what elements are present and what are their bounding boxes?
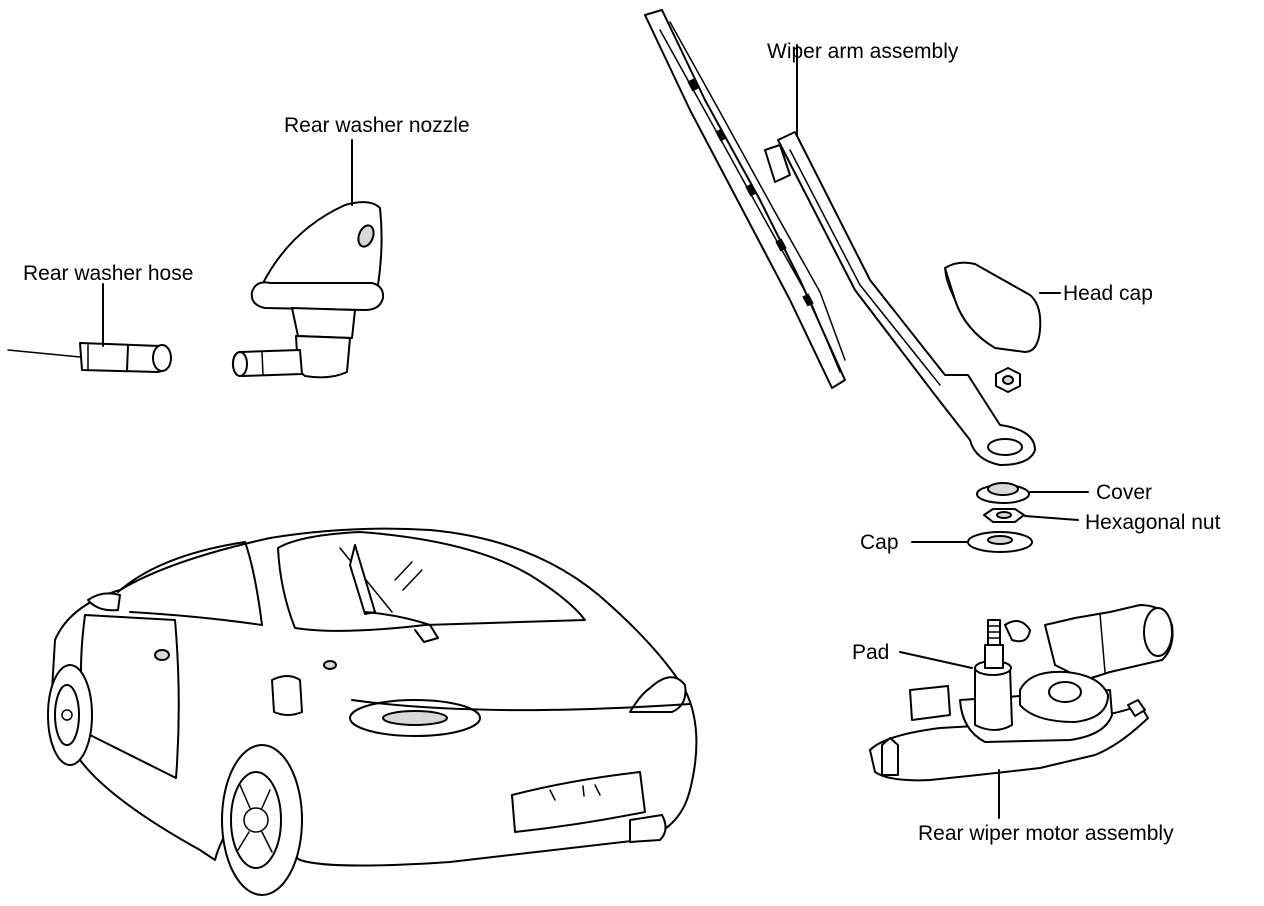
- label-rear-washer-nozzle: Rear washer nozzle: [284, 114, 470, 137]
- label-cap: Cap: [860, 531, 899, 554]
- leader-lines: [102, 139, 353, 347]
- label-hexagonal-nut: Hexagonal nut: [1085, 511, 1221, 534]
- label-wiper-arm-assembly: Wiper arm assembly: [767, 40, 959, 63]
- label-rear-wiper-motor-assembly: Rear wiper motor assembly: [918, 822, 1174, 845]
- fastener-stack-drawing: [911, 367, 1089, 553]
- wiper-blade-drawing: [644, 9, 846, 389]
- wiper-arm-drawing: [777, 44, 1036, 466]
- head-cap-drawing: [944, 261, 1061, 353]
- rear-washer-hose-drawing: [7, 342, 172, 373]
- label-pad: Pad: [852, 641, 889, 664]
- label-rear-washer-hose: Rear washer hose: [23, 262, 193, 285]
- rear-washer-nozzle-drawing: [231, 201, 385, 379]
- car-rear-three-quarter-drawing: [47, 527, 698, 896]
- rear-wiper-motor-drawing: [869, 604, 1174, 819]
- label-head-cap: Head cap: [1063, 282, 1153, 305]
- label-cover: Cover: [1096, 481, 1152, 504]
